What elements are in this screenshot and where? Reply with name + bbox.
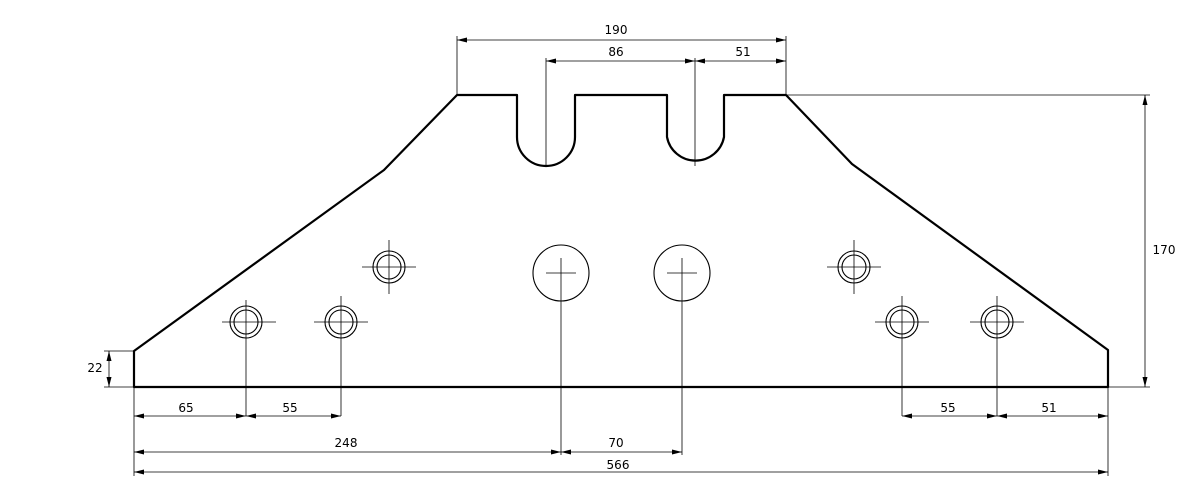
dimension-55-right: 55 xyxy=(902,401,997,419)
dim-label-190: 190 xyxy=(605,23,628,37)
dim-label-566: 566 xyxy=(607,458,630,472)
dim-label-86: 86 xyxy=(608,45,623,59)
dim-label-51-top: 51 xyxy=(735,45,750,59)
dimension-55-left: 55 xyxy=(246,401,341,419)
dimension-190: 190 xyxy=(457,23,786,43)
small-hole-right-2 xyxy=(875,296,929,416)
dim-label-55-left: 55 xyxy=(282,401,297,415)
dimension-22: 22 xyxy=(87,351,112,387)
dimension-170: 170 xyxy=(1142,95,1176,387)
small-hole-left-1 xyxy=(222,300,276,416)
large-hole-right xyxy=(653,244,711,455)
dim-label-248: 248 xyxy=(335,436,358,450)
dimension-86: 86 xyxy=(546,45,695,64)
dimension-51-top: 51 xyxy=(695,45,786,64)
dimension-65: 65 xyxy=(134,401,246,419)
small-hole-left-3 xyxy=(362,240,416,294)
dimension-566: 566 xyxy=(134,458,1108,475)
dim-label-65: 65 xyxy=(178,401,193,415)
extension-lines xyxy=(104,36,1150,476)
part-outline xyxy=(132,93,1110,389)
dimension-51-bottom: 51 xyxy=(997,401,1108,419)
dim-label-170: 170 xyxy=(1153,243,1176,257)
dim-label-70: 70 xyxy=(608,436,623,450)
dimension-248: 248 xyxy=(134,436,561,455)
dimension-70: 70 xyxy=(561,436,682,455)
small-hole-right-3 xyxy=(970,296,1024,416)
dim-label-22: 22 xyxy=(87,361,102,375)
dim-label-51-bottom: 51 xyxy=(1041,401,1056,415)
dim-label-55-right: 55 xyxy=(940,401,955,415)
small-hole-right-1 xyxy=(827,240,881,294)
small-hole-left-2 xyxy=(314,296,368,416)
large-hole-left xyxy=(532,244,590,455)
